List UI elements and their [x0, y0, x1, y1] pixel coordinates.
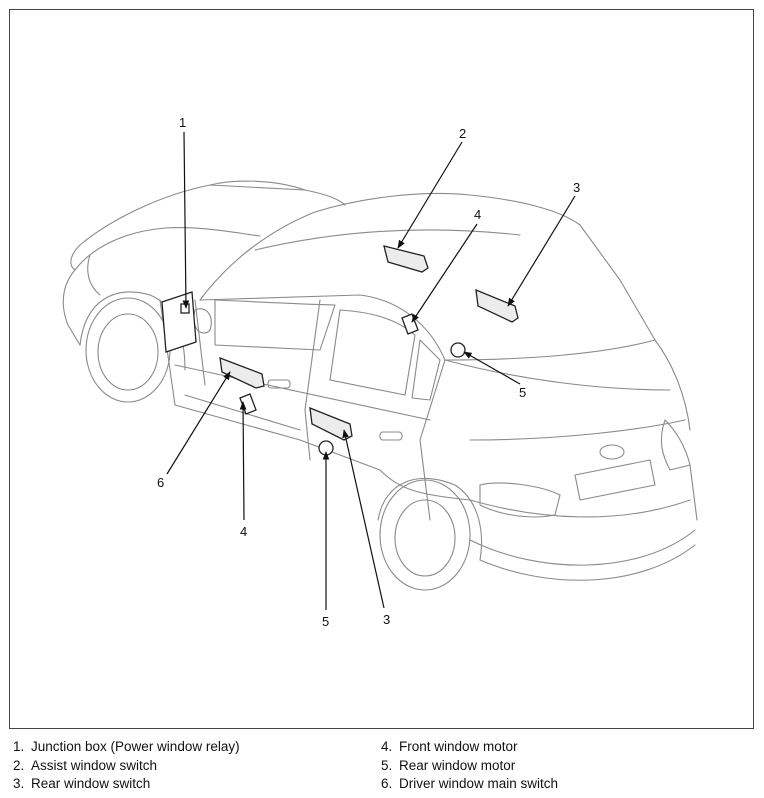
legend-right-column: 4.Front window motor 5.Rear window motor… — [381, 738, 558, 794]
callout-1: 1 — [179, 115, 186, 130]
driver-window-main-switch — [219, 356, 265, 389]
legend-left-column: 1.Junction box (Power window relay) 2.As… — [13, 738, 240, 794]
junction-box — [161, 291, 197, 353]
rear-window-switch-right — [475, 288, 519, 323]
assist-window-switch — [383, 245, 429, 273]
legend-item: 6.Driver window main switch — [381, 776, 559, 791]
legend-item: 5.Rear window motor — [381, 757, 516, 773]
leader-lines — [166, 131, 576, 610]
diagram-frame — [9, 9, 754, 729]
legend-item: 4.Front window motor — [381, 739, 518, 754]
junction-relay — [180, 303, 190, 314]
components — [161, 245, 519, 456]
legend-item: 2.Assist window switch — [13, 757, 158, 773]
rear-window-motor-right — [450, 342, 466, 358]
legend-item: 1.Junction box (Power window relay) — [13, 739, 240, 754]
callout-5-right: 5 — [519, 385, 526, 400]
front-window-motor-left — [239, 393, 257, 415]
callout-2: 2 — [459, 126, 466, 141]
callout-4-bottom: 4 — [240, 524, 247, 539]
callout-6: 6 — [157, 475, 164, 490]
callout-3-top: 3 — [573, 180, 580, 195]
legend-item: 3.Rear window switch — [13, 776, 151, 791]
front-window-motor-right — [401, 313, 419, 335]
callout-5-bottom: 5 — [322, 614, 329, 629]
callout-4-top: 4 — [474, 207, 481, 222]
car-outline — [62, 180, 698, 591]
car-window-diagram: 1 2 3 4 5 6 4 5 3 — [62, 115, 698, 629]
callout-labels: 1 2 3 4 5 6 4 5 3 — [157, 115, 580, 629]
callout-3-bottom: 3 — [383, 612, 390, 627]
